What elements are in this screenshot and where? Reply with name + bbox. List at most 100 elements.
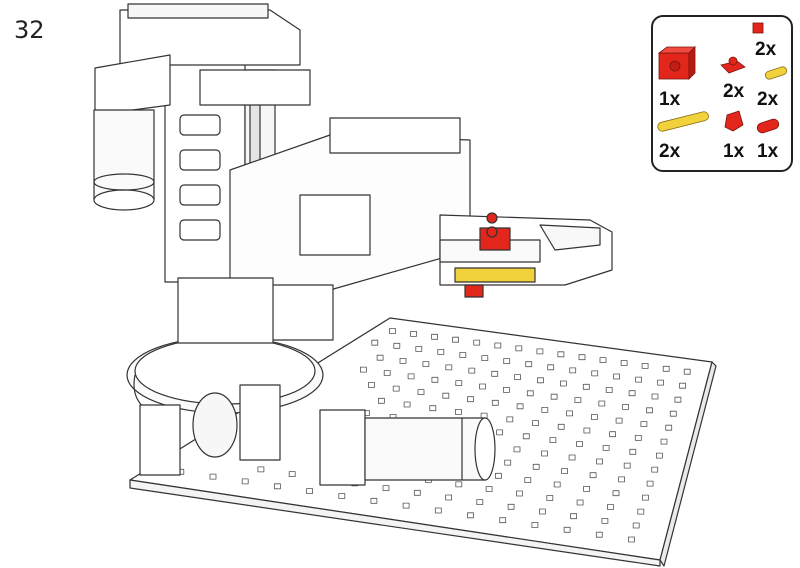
plate-stud (532, 463, 540, 470)
plate-stud (591, 414, 598, 420)
plate-stud (679, 382, 686, 389)
yellow-long-link-icon (657, 111, 709, 132)
plate-stud (635, 376, 642, 383)
plate-stud (506, 416, 514, 423)
plate-stud (479, 383, 487, 390)
plate-stud (605, 387, 613, 393)
plate-stud (476, 499, 484, 506)
plate-stud (415, 345, 423, 352)
plate-stud (496, 429, 504, 436)
plate-stud (576, 441, 583, 447)
plate-stud (403, 401, 411, 408)
top-assembly (94, 3, 311, 116)
plate-stud (628, 536, 635, 543)
plate-stud (431, 376, 439, 383)
qty-yellow-short-link: 2x (757, 89, 779, 110)
plate-stud (607, 504, 614, 510)
plate-stud (660, 438, 668, 445)
plate-stud (620, 360, 628, 366)
plate-stud (473, 339, 481, 346)
plate-stud (629, 448, 637, 455)
plate-stud (455, 481, 463, 488)
plate-stud (392, 385, 400, 392)
plate-stud (583, 427, 591, 434)
plate-stud (553, 481, 561, 488)
plate-stud (641, 362, 649, 369)
arm-body (177, 117, 471, 344)
plate-stud (504, 459, 512, 466)
plate-stud (502, 386, 510, 393)
plate-stud (494, 342, 502, 349)
plate-stud (656, 452, 663, 459)
plate-stud (598, 400, 606, 407)
plate-stud (491, 370, 499, 377)
plate-stud (525, 361, 533, 368)
plate-stud (634, 434, 642, 441)
plate-stud (674, 396, 682, 403)
plate-stud (541, 406, 549, 413)
plate-stud (455, 380, 463, 387)
plate-stud (596, 458, 603, 465)
qty-yellow-long-link: 2x (659, 141, 681, 162)
plate-stud (452, 336, 460, 343)
plate-stud (632, 522, 640, 529)
red-angled-piece-icon (724, 110, 744, 132)
plate-stud (370, 497, 378, 504)
plate-stud (524, 477, 532, 484)
plate-stud (547, 364, 555, 371)
plate-stud (628, 390, 636, 397)
plate-stud (657, 379, 664, 386)
motor-front (319, 409, 496, 486)
plate-stud (407, 373, 415, 380)
plate-stud (273, 483, 281, 490)
plate-stud (383, 370, 391, 376)
plate-stud (591, 370, 599, 377)
plate-stud (417, 389, 425, 396)
plate-stud (516, 403, 524, 410)
plate-stud (669, 410, 677, 417)
plate-stud (574, 397, 582, 404)
plate-stud (665, 424, 673, 431)
plate-stud (566, 410, 573, 417)
plate-stud (599, 357, 607, 364)
qty-red-pin: 1x (757, 141, 779, 162)
plate-stud (526, 390, 534, 397)
plate-stud (376, 354, 384, 361)
plate-stud (637, 508, 645, 515)
plate-stud (503, 358, 511, 365)
plate-stud (480, 412, 488, 419)
plate-stud (612, 490, 620, 497)
plate-stud (467, 396, 474, 403)
plate-stud (569, 367, 577, 374)
plate-stud (514, 374, 521, 381)
plate-stud (541, 450, 548, 457)
plate-stud (399, 357, 407, 364)
plate-stud (367, 382, 375, 388)
plate-stud (546, 495, 554, 501)
gripper (439, 212, 613, 298)
plate-stud (622, 403, 629, 410)
plate-stud (549, 437, 557, 444)
plate-stud (485, 486, 493, 492)
plate-stud (437, 348, 445, 355)
plate-stud (537, 377, 544, 384)
plate-stud (601, 518, 609, 524)
plate-stud (589, 472, 597, 479)
plate-stud (531, 522, 539, 528)
parts-list-box: 1x 2x 2x 2x 2x 1x 1x (651, 15, 793, 172)
plate-stud (431, 333, 439, 340)
red-small-block-icon (752, 22, 764, 34)
plate-stud (481, 355, 489, 362)
parts-icons (657, 22, 788, 134)
plate-stud (595, 531, 603, 538)
plate-stud (646, 407, 653, 414)
plate-stud (536, 348, 544, 355)
plate-stud (429, 405, 437, 412)
plate-stud (445, 494, 453, 501)
red-pin-icon (756, 118, 780, 134)
plate-stud (618, 476, 625, 483)
plate-stud (494, 472, 502, 479)
plate-stud (646, 480, 654, 487)
plate-stud (288, 471, 296, 478)
